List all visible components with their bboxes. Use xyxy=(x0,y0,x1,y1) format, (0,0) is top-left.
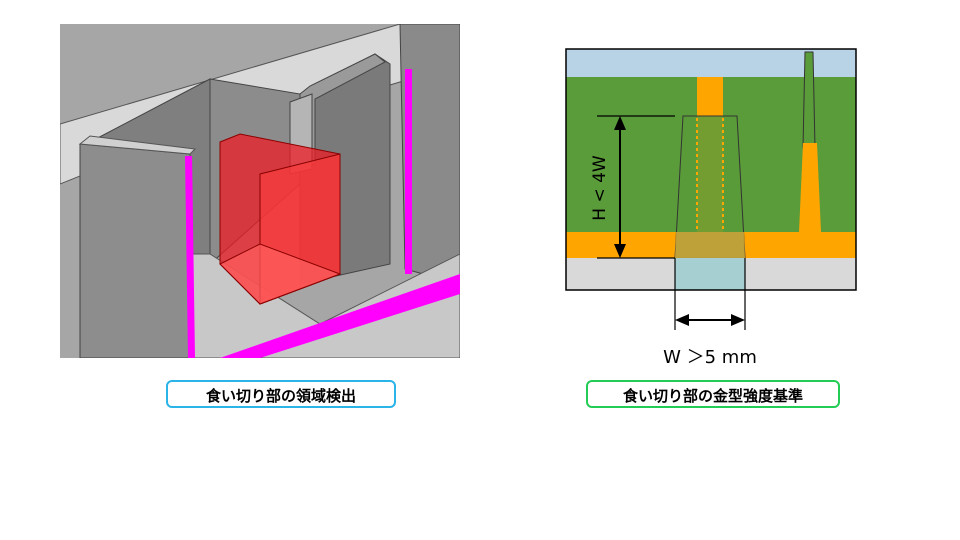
right-column xyxy=(399,24,460,285)
region-detection-3d-view xyxy=(60,24,460,358)
w-arrow-right xyxy=(731,314,745,326)
width-criterion-label: W ＞5 mm xyxy=(663,347,757,368)
caption-mold-strength: 食い切り部の金型強度基準 xyxy=(586,380,840,408)
caption-region-detection: 食い切り部の領域検出 xyxy=(166,380,396,408)
magenta-edge-left xyxy=(185,156,195,358)
height-criterion-label: H < 4W xyxy=(590,155,610,221)
left-front-wall xyxy=(79,143,191,358)
h-arrow-top xyxy=(614,116,626,130)
magenta-edge-right xyxy=(405,69,412,274)
thin-rib-right-bottom xyxy=(799,143,821,232)
block-base xyxy=(675,258,745,290)
w-arrow-left xyxy=(675,314,689,326)
section-frame xyxy=(565,48,857,291)
thin-rib-right-top xyxy=(802,51,816,149)
hidden-rib-lines xyxy=(696,118,724,232)
cutoff-region-bottom-face xyxy=(219,243,342,305)
magenta-edge-bottom xyxy=(220,274,460,358)
mold-strength-section: H < 4W xyxy=(565,48,857,330)
block-bottom-orange xyxy=(675,232,745,258)
left-wall-top xyxy=(78,135,197,155)
h-arrow-bottom xyxy=(614,244,626,258)
